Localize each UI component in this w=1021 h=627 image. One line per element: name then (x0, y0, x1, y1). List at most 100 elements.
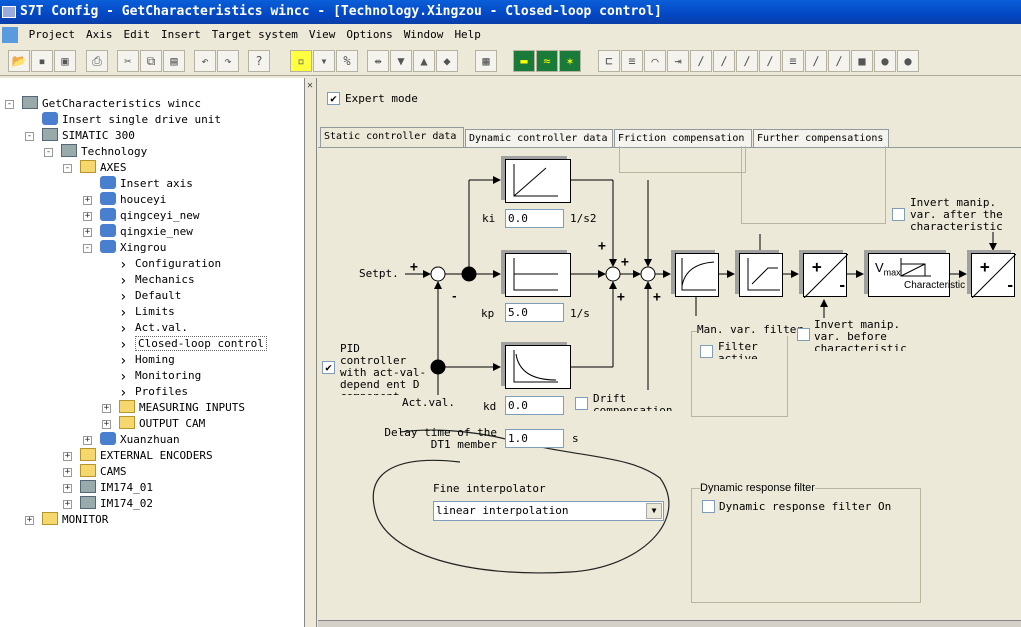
tree-item[interactable]: Insert single drive unit (42, 112, 221, 128)
tree-item[interactable]: Insert axis (100, 176, 193, 192)
tree-item[interactable]: MEASURING INPUTS (119, 400, 245, 416)
collapse-toggle[interactable]: - (25, 131, 34, 141)
tree-item[interactable]: qingceyi_new (100, 208, 199, 224)
menu-edit[interactable]: Edit (123, 28, 150, 41)
tree-item[interactable]: ›Mechanics (119, 272, 195, 288)
chevron-down-icon[interactable]: ▼ (646, 503, 662, 519)
tab-friction-compensation[interactable]: Friction compensation (614, 129, 752, 147)
tree-item[interactable]: ›Limits (119, 304, 175, 320)
tree-item[interactable]: ›Configuration (119, 256, 221, 272)
close-icon[interactable]: ✕ (306, 80, 313, 91)
app-menu-icon[interactable] (2, 27, 18, 43)
pane-splitter[interactable]: ✕ (306, 78, 317, 627)
expand-toggle[interactable]: + (102, 403, 111, 413)
dynamic-response-filter-checkbox[interactable] (702, 500, 715, 513)
collapse-toggle[interactable]: - (5, 99, 14, 109)
expand-toggle[interactable]: + (102, 419, 111, 429)
copy-icon[interactable]: ⧉ (140, 50, 162, 72)
tree-item[interactable]: ›Act.val. (119, 320, 188, 336)
block-icon-8[interactable]: ∕ (759, 50, 781, 72)
menu-help[interactable]: Help (454, 28, 481, 41)
expand-toggle[interactable]: + (63, 451, 72, 461)
block-icon-6[interactable]: ∕ (713, 50, 735, 72)
tree-item[interactable]: AXES (80, 160, 127, 176)
menu-options[interactable]: Options (346, 28, 393, 41)
tree-item[interactable]: ›Profiles (119, 384, 188, 400)
tree-item[interactable]: Xuanzhuan (100, 432, 180, 448)
undo-icon[interactable]: ↶ (194, 50, 216, 72)
upload-icon[interactable]: ▲ (413, 50, 435, 72)
block-icon-10[interactable]: ∕ (805, 50, 827, 72)
download-cpu-icon[interactable]: ▼ (390, 50, 412, 72)
expand-toggle[interactable]: + (83, 211, 92, 221)
drift-compensation-checkbox[interactable] (575, 397, 588, 410)
block-icon-12[interactable]: ■ (851, 50, 873, 72)
collapse-toggle[interactable]: - (83, 243, 92, 253)
expand-toggle[interactable]: + (63, 483, 72, 493)
menu-window[interactable]: Window (403, 28, 444, 41)
expert-mode-checkbox[interactable]: ✔ (327, 92, 340, 105)
block-icon-2[interactable]: ≡ (621, 50, 643, 72)
expand-toggle[interactable]: + (63, 467, 72, 477)
compare-icon[interactable]: ◆ (436, 50, 458, 72)
filter-active-checkbox[interactable] (700, 345, 713, 358)
block-icon-7[interactable]: ∕ (736, 50, 758, 72)
download-icon[interactable]: ▾ (313, 50, 335, 72)
block-icon-5[interactable]: ∕ (690, 50, 712, 72)
tree-item[interactable]: Technology (61, 144, 147, 160)
help-icon[interactable]: ? (248, 50, 270, 72)
open-icon[interactable]: 📂 (8, 50, 30, 72)
invert-before-checkbox[interactable] (797, 328, 810, 341)
tree-item[interactable]: IM174_02 (80, 496, 153, 512)
print-icon[interactable]: ⎙ (86, 50, 108, 72)
tree-item[interactable]: ›Monitoring (119, 368, 201, 384)
paste-icon[interactable]: ▤ (163, 50, 185, 72)
menu-target-system[interactable]: Target system (211, 28, 298, 41)
tree-item[interactable]: ›Default (119, 288, 181, 304)
tab-further-compensations[interactable]: Further compensations (753, 129, 889, 147)
menu-project[interactable]: Project (28, 28, 75, 41)
collapse-toggle[interactable]: - (63, 163, 72, 173)
settings-icon[interactable]: ▦ (475, 50, 497, 72)
expand-toggle[interactable]: + (63, 499, 72, 509)
redo-icon[interactable]: ↷ (217, 50, 239, 72)
expand-toggle[interactable]: + (83, 435, 92, 445)
tree-item[interactable]: CAMS (80, 464, 127, 480)
tree-item[interactable]: GetCharacteristics wincc (22, 96, 201, 112)
menu-axis[interactable]: Axis (85, 28, 113, 41)
tree-item[interactable]: OUTPUT CAM (119, 416, 205, 432)
expand-toggle[interactable]: + (25, 515, 34, 525)
tab-dynamic-controller-data[interactable]: Dynamic controller data (465, 129, 613, 147)
trace3-icon[interactable]: ✶ (559, 50, 581, 72)
tree-item[interactable]: EXTERNAL ENCODERS (80, 448, 213, 464)
kp-input[interactable]: 5.0 (505, 303, 564, 322)
circle-icon-1[interactable]: ● (874, 50, 896, 72)
pid-act-val-d-checkbox[interactable]: ✔ (322, 361, 335, 374)
menu-view[interactable]: View (308, 28, 336, 41)
circle-icon-2[interactable]: ● (897, 50, 919, 72)
fine-interpolator-select[interactable]: linear interpolation▼ (433, 501, 664, 521)
block-icon-1[interactable]: ⊏ (598, 50, 620, 72)
delay-time-input[interactable]: 1.0 (505, 429, 564, 448)
trace-icon[interactable]: ▬ (513, 50, 535, 72)
expand-toggle[interactable]: + (83, 195, 92, 205)
tool-icon[interactable]: ⇹ (367, 50, 389, 72)
menu-insert[interactable]: Insert (160, 28, 201, 41)
trace2-icon[interactable]: ≈ (536, 50, 558, 72)
invert-after-checkbox[interactable] (892, 208, 905, 221)
block-icon-9[interactable]: ≡ (782, 50, 804, 72)
tree-item[interactable]: houceyi (100, 192, 166, 208)
kd-input[interactable]: 0.0 (505, 396, 564, 415)
tree-item[interactable]: ›Homing (119, 352, 175, 368)
save-compile-icon[interactable]: ▣ (54, 50, 76, 72)
block-icon-11[interactable]: ∕ (828, 50, 850, 72)
collapse-toggle[interactable]: - (44, 147, 53, 157)
cut-icon[interactable]: ✂ (117, 50, 139, 72)
tree-item[interactable]: IM174_01 (80, 480, 153, 496)
tab-static-controller-data[interactable]: Static controller data (320, 127, 464, 148)
save-icon[interactable]: ▪ (31, 50, 53, 72)
tree-item[interactable]: ›Closed-loop control (119, 336, 267, 352)
ki-input[interactable]: 0.0 (505, 209, 564, 228)
online-icon[interactable]: ▫ (290, 50, 312, 72)
